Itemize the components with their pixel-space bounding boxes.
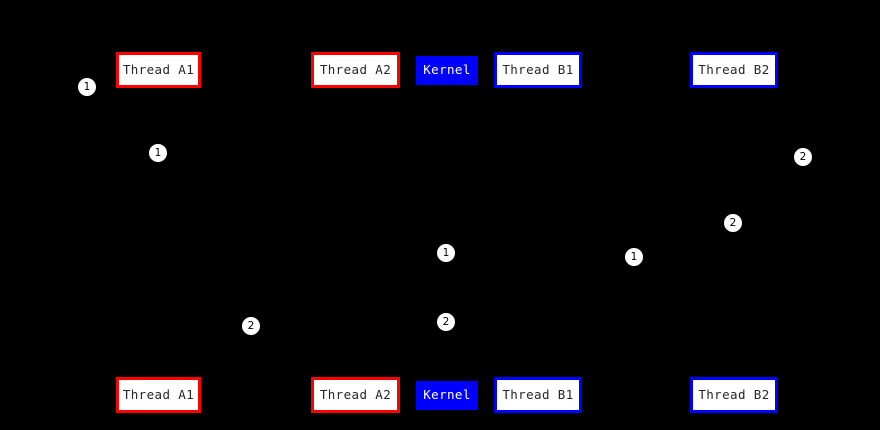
message-a1-to-kernel (157, 180, 447, 253)
message-kernel-to-b1 (445, 290, 539, 301)
participant-thread-b2-top[interactable]: Thread B2 (690, 52, 778, 88)
participant-label: Thread A1 (122, 61, 195, 77)
lifeline-kernel (446, 85, 447, 381)
lifeline-thread-b2 (734, 88, 735, 377)
step-number-label: 2 (442, 315, 450, 328)
participant-thread-a2-bottom[interactable]: Thread A2 (311, 377, 400, 413)
lifeline-thread-a1 (158, 88, 159, 377)
step-number-badge: 2 (242, 317, 260, 335)
step-number-label: 1 (154, 146, 162, 159)
step-number-badge: 2 (724, 214, 742, 232)
step-number-badge: 2 (794, 148, 812, 166)
step-number-badge: 1 (625, 248, 643, 266)
step-number-label: 2 (729, 216, 737, 229)
step-number-label: 2 (799, 150, 807, 163)
participant-thread-a2-top[interactable]: Thread A2 (311, 52, 400, 88)
participant-label: Kernel (423, 387, 471, 403)
participant-thread-b1-bottom[interactable]: Thread B1 (494, 377, 582, 413)
participant-kernel-top[interactable]: Kernel (416, 56, 478, 85)
step-number-badge: 1 (149, 144, 167, 162)
participant-label: Thread B2 (698, 386, 770, 402)
participant-thread-a1-bottom[interactable]: Thread A1 (116, 377, 201, 413)
step-number-label: 1 (442, 246, 450, 259)
participant-label: Thread B1 (502, 386, 574, 402)
step-number-badge: 2 (437, 313, 455, 331)
participant-kernel-bottom[interactable]: Kernel (416, 381, 478, 410)
participant-label: Kernel (423, 62, 471, 78)
step-number-label: 1 (630, 250, 638, 263)
participant-label: Thread A2 (319, 61, 392, 77)
lifeline-thread-b1 (538, 88, 539, 377)
message-kernel-to-a2 (355, 322, 446, 349)
step-number-label: 2 (247, 319, 255, 332)
message-b2-to-kernel (446, 181, 735, 254)
participant-label: Thread B1 (502, 61, 574, 77)
step-number-label: 1 (83, 80, 91, 93)
participant-label: Thread A2 (319, 386, 392, 402)
participant-thread-b2-bottom[interactable]: Thread B2 (690, 377, 778, 413)
participant-label: Thread B2 (698, 61, 770, 77)
participant-thread-a1-top[interactable]: Thread A1 (116, 52, 201, 88)
step-number-badge: 1 (437, 244, 455, 262)
participant-label: Thread A1 (122, 386, 195, 402)
lifeline-thread-a2 (355, 88, 356, 377)
participant-thread-b1-top[interactable]: Thread B1 (494, 52, 582, 88)
step-number-badge: 1 (78, 78, 96, 96)
